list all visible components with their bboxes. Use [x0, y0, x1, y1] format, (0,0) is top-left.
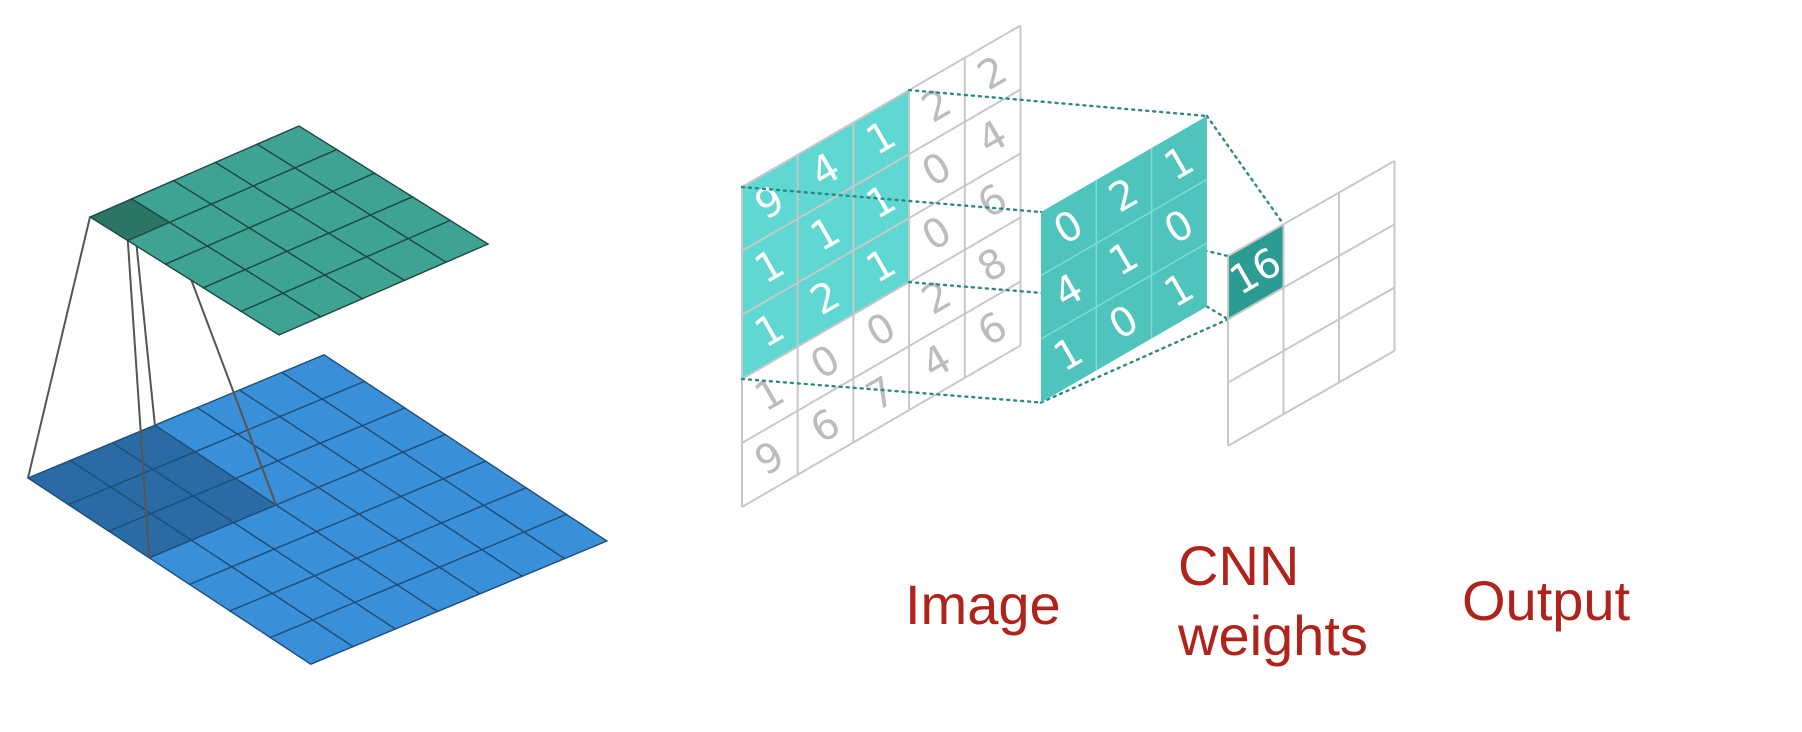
image-value: 4: [914, 336, 959, 389]
output-label: Output: [1462, 569, 1631, 632]
image-value: 0: [859, 304, 904, 357]
dotted-line: [1205, 114, 1285, 226]
image-value: 2: [970, 47, 1015, 100]
image-value: 0: [803, 336, 848, 389]
dotted-line: [1205, 305, 1230, 321]
image-value: 2: [914, 272, 959, 325]
weights-label-line2: weights: [1177, 604, 1368, 667]
projection-line: [126, 240, 151, 558]
image-value: 6: [803, 400, 848, 453]
output-grid-line: [1227, 286, 1395, 384]
image-value: 6: [970, 175, 1015, 228]
dotted-line: [1039, 318, 1230, 404]
weights-grid-line: [1040, 242, 1208, 340]
image-value: 0: [914, 208, 959, 261]
output-grid: [88, 125, 490, 336]
input-grid: [26, 354, 609, 665]
image-value: 2: [914, 80, 959, 133]
output-grid-line: [1227, 223, 1395, 321]
dotted-line: [740, 185, 1043, 214]
output-grid-line: [1227, 160, 1395, 257]
output-grid-line: [1227, 349, 1395, 447]
image-label: Image: [905, 573, 1061, 636]
weights-face: [1041, 116, 1207, 403]
image-value: 6: [970, 303, 1015, 356]
image-grid-line: [741, 280, 1022, 444]
weights-label-line1: CNN: [1178, 534, 1299, 597]
image-value: 1: [747, 369, 792, 422]
image-value: 9: [747, 433, 792, 486]
image-value: 4: [970, 111, 1015, 164]
image-value: 7: [859, 368, 904, 421]
image-grid-line: [741, 344, 1022, 508]
output-cell: [1228, 224, 1284, 320]
image-grid-line: [741, 152, 1022, 316]
image-value: 0: [914, 144, 959, 197]
receptive-field-highlight: [742, 90, 910, 379]
convolution-3d-illustration: [26, 125, 609, 665]
dotted-line: [907, 88, 1209, 118]
input-grid-cell: [522, 513, 609, 560]
dotted-line: [740, 377, 1043, 404]
image-grid-line: [741, 88, 1022, 252]
output-grid-cell: [406, 219, 490, 263]
weights-grid-line: [1040, 178, 1208, 277]
image-value: 8: [970, 239, 1015, 292]
output-grid: 16: [1222, 160, 1396, 447]
image-grid-line: [741, 216, 1022, 380]
projection-line: [27, 216, 91, 479]
image-grid-line: [741, 24, 1022, 188]
